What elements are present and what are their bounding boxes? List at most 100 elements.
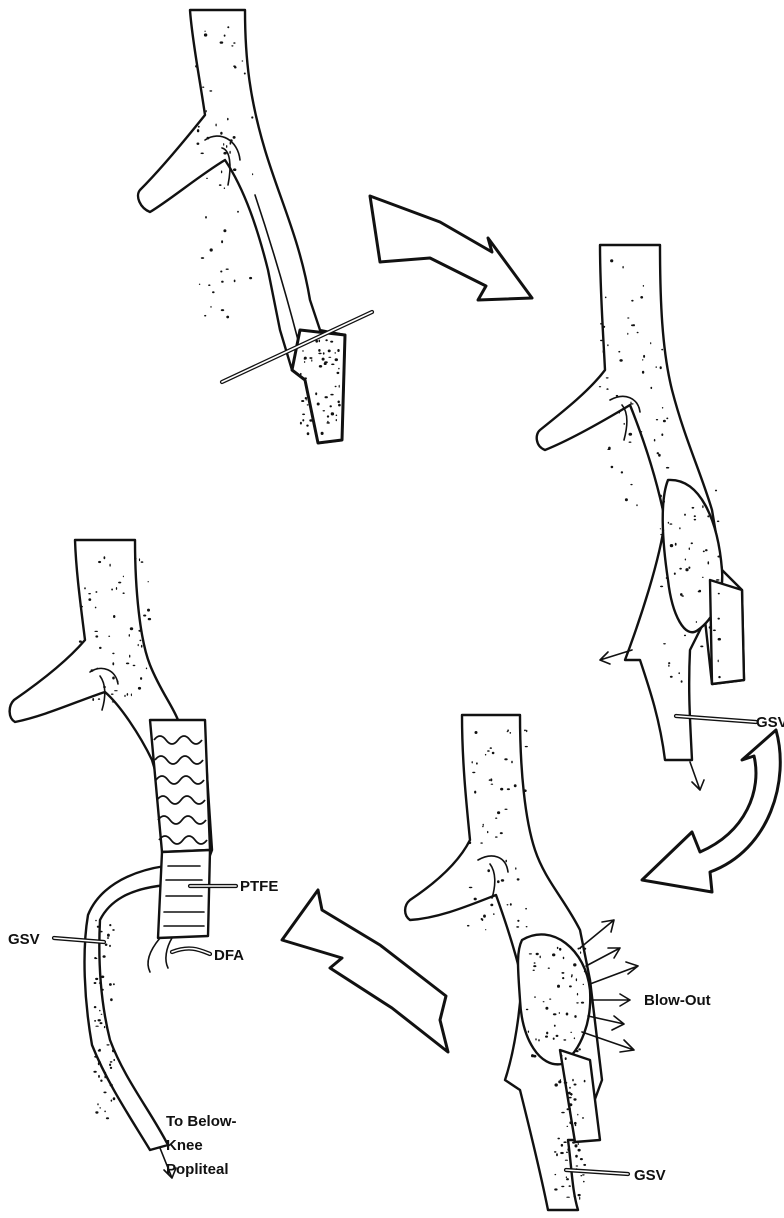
stipple-speck (711, 651, 712, 652)
stipple-speck (584, 970, 586, 972)
stipple-speck (485, 929, 486, 930)
stipple-speck (533, 1055, 536, 1058)
panel-4-to-below-knee-label-line1: To Below- (166, 1113, 237, 1130)
stipple-speck (469, 887, 473, 888)
stipple-speck (201, 153, 204, 155)
stipple-speck (233, 168, 236, 171)
stipple-speck (608, 447, 611, 450)
stipple-speck (199, 284, 200, 285)
stipple-speck (688, 567, 690, 569)
stipple-speck (545, 1007, 548, 1010)
stipple-speck (562, 977, 564, 979)
stipple-speck (560, 1056, 561, 1059)
stipple-speck (100, 1080, 102, 1082)
stipple-speck (689, 547, 690, 550)
stipple-speck (694, 515, 696, 517)
stipple-speck (112, 653, 114, 655)
stipple-speck (559, 1012, 560, 1014)
stipple-speck (325, 339, 327, 341)
stipple-speck (510, 903, 512, 906)
stipple-speck (113, 983, 115, 985)
stipple-speck (338, 368, 339, 370)
stipple-speck (233, 136, 236, 139)
stipple-speck (505, 860, 507, 863)
stipple-speck (563, 1039, 566, 1040)
stipple-speck (98, 698, 100, 700)
panel-4-to-below-knee-label-line2: Knee (166, 1137, 203, 1154)
stipple-speck (97, 926, 99, 928)
stipple-speck (141, 645, 143, 648)
stipple-speck (556, 1035, 559, 1037)
panel-4-ptfe-label: PTFE (240, 878, 278, 895)
stipple-speck (100, 1022, 103, 1024)
stipple-speck (335, 386, 337, 387)
stipple-speck (88, 593, 91, 594)
stipple-speck (489, 779, 491, 781)
stipple-speck (220, 271, 222, 273)
stipple-speck (309, 419, 312, 421)
stipple-speck (224, 187, 225, 189)
stipple-speck (304, 357, 307, 360)
stipple-speck (624, 423, 625, 425)
stipple-speck (131, 693, 132, 696)
stipple-speck (664, 558, 666, 561)
stipple-speck (117, 680, 119, 682)
stipple-speck (495, 818, 497, 819)
stipple-speck (569, 1087, 571, 1089)
stipple-speck (525, 908, 527, 910)
stipple-speck (631, 324, 634, 326)
stipple-speck (306, 399, 307, 400)
stipple-speck (581, 1002, 584, 1004)
stipple-speck (566, 1176, 567, 1178)
stipple-speck (197, 129, 199, 132)
stipple-speck (107, 937, 109, 939)
stipple-speck (100, 931, 103, 933)
stipple-speck (338, 401, 340, 404)
stipple-speck (658, 454, 661, 457)
stipple-speck (114, 690, 118, 691)
panel-4-gsv-label: GSV (8, 931, 40, 948)
stipple-speck (497, 811, 500, 814)
stipple-speck (304, 377, 307, 379)
stipple-speck (104, 556, 106, 559)
stipple-speck (569, 1097, 572, 1099)
stipple-speck (483, 824, 484, 826)
stipple-speck (576, 1168, 578, 1170)
stipple-speck (206, 178, 208, 179)
stipple-speck (668, 522, 669, 524)
stipple-speck (475, 731, 478, 734)
stipple-speck (507, 729, 509, 731)
stipple-speck (111, 1100, 113, 1102)
stipple-speck (227, 26, 229, 28)
stipple-speck (565, 1057, 567, 1060)
stipple-speck (526, 730, 527, 732)
stipple-speck (300, 422, 302, 425)
stipple-speck (517, 920, 519, 922)
stipple-speck (202, 87, 204, 88)
stipple-speck (678, 672, 680, 674)
stipple-speck (472, 772, 475, 773)
stipple-speck (501, 879, 504, 882)
stipple-speck (627, 333, 628, 335)
stipple-speck (549, 999, 551, 1000)
stipple-speck (700, 646, 703, 648)
stipple-speck (98, 1019, 101, 1021)
stipple-speck (143, 615, 146, 617)
stipple-speck (94, 1020, 96, 1022)
stipple-speck (525, 746, 528, 747)
stipple-speck (129, 634, 130, 637)
stipple-speck (467, 925, 470, 927)
stipple-speck (576, 978, 577, 981)
stipple-speck (500, 788, 503, 791)
stipple-speck (579, 948, 581, 950)
stipple-speck (533, 965, 536, 967)
stipple-speck (570, 1108, 571, 1109)
stipple-speck (233, 42, 235, 44)
stipple-speck (331, 412, 334, 415)
stipple-speck (138, 630, 141, 632)
stipple-speck (99, 1010, 100, 1012)
stipple-speck (300, 373, 302, 375)
stipple-speck (574, 1037, 575, 1039)
stipple-speck (110, 1067, 112, 1069)
stipple-speck (113, 615, 115, 618)
